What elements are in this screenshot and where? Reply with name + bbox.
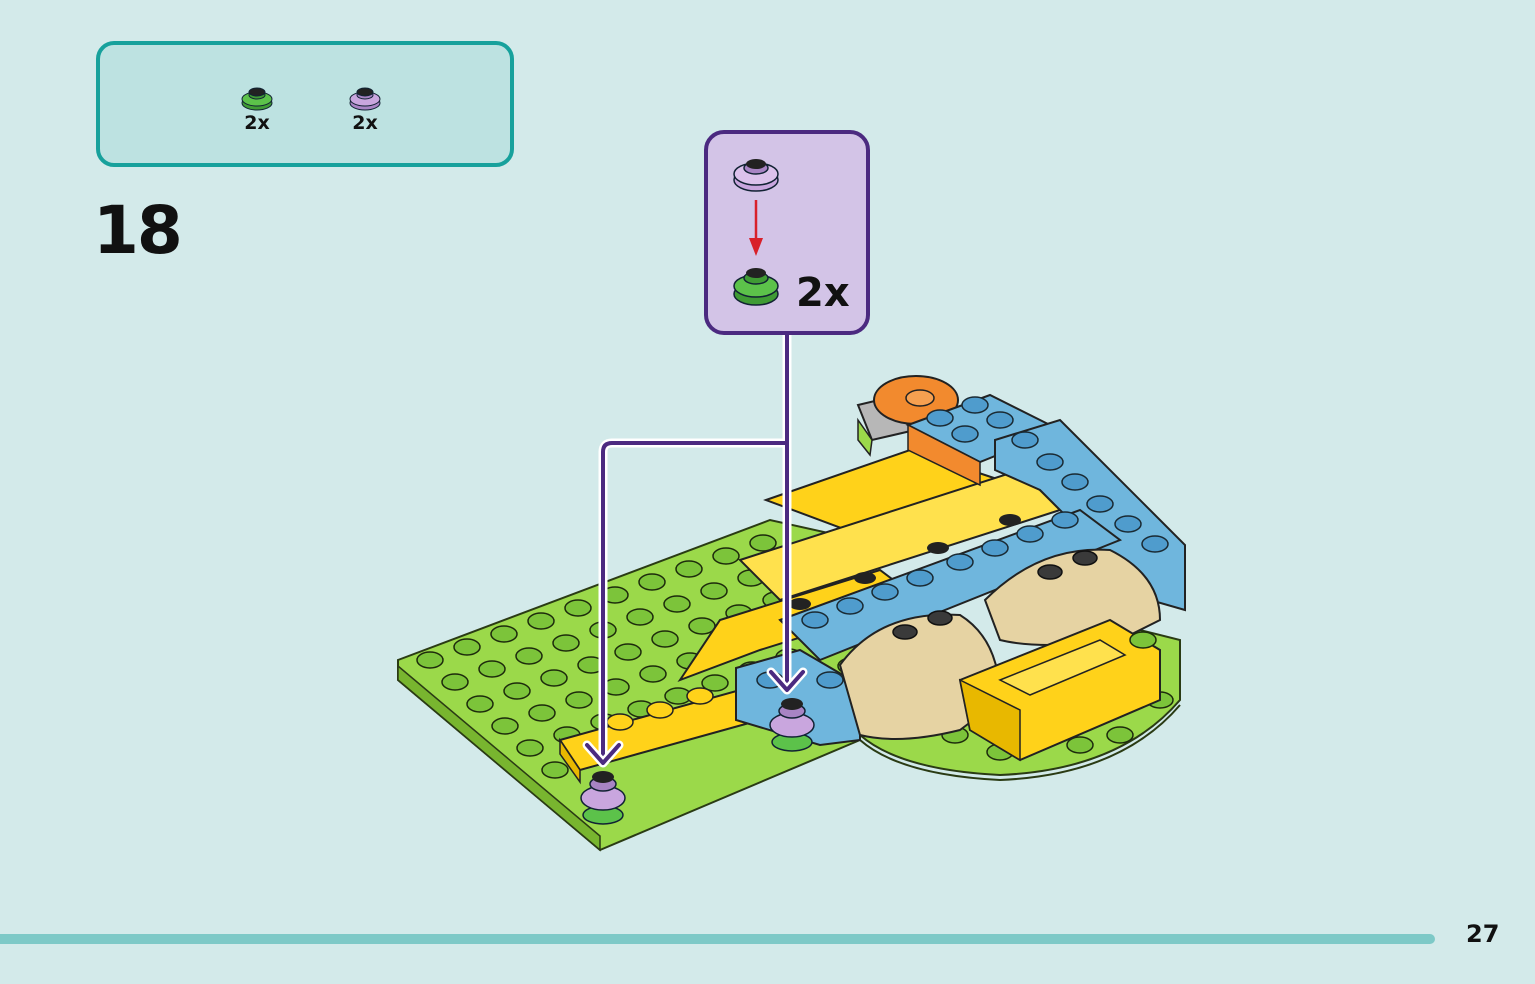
red-arrow-icon: [749, 200, 763, 256]
flower-plate-icon: [733, 159, 779, 192]
parts-item-quantity: 2x: [352, 112, 378, 134]
baseplate-studs: [416, 534, 1174, 779]
tan-curved-bricks: [838, 548, 1162, 740]
step-number: 18: [93, 192, 183, 269]
parts-item-flower-plate: 2x: [340, 83, 390, 133]
green-round-plate-icon: [241, 87, 273, 111]
sub-assembly-callout: 2x: [704, 130, 870, 335]
placed-flower-plate-2: [580, 771, 626, 825]
green-round-plate-icon: [733, 268, 779, 306]
footer-bar: [0, 934, 1435, 944]
callout-pointer-lines: [582, 330, 808, 768]
callout-diagram: [733, 159, 779, 306]
blue-bricks: [735, 393, 1186, 747]
parts-list-box: 2x 2x: [96, 41, 514, 167]
callout-quantity: 2x: [796, 270, 850, 316]
parts-item-green-plate: 2x: [232, 83, 282, 133]
page-number: 27: [1466, 920, 1500, 948]
placed-flower-plate-1: [769, 698, 815, 752]
lavender-flower-plate-icon: [349, 87, 381, 111]
parts-item-quantity: 2x: [244, 112, 270, 134]
yellow-sofa: [958, 618, 1161, 762]
